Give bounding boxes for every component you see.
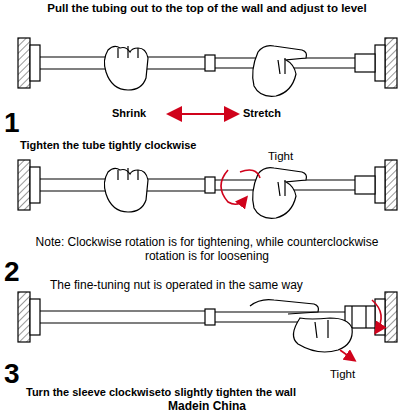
note-text: The fine-tuning nut is operated in the s… <box>50 279 303 293</box>
heading-text: Pull the tubing out to the top of the wa… <box>47 2 366 15</box>
action-label: Tight <box>268 150 293 163</box>
step-number: 2 <box>4 256 20 288</box>
motion-label: Stretch <box>243 107 281 120</box>
action-label: Tight <box>330 368 355 381</box>
step-number: 1 <box>4 107 20 139</box>
motion-label: Shrink <box>112 107 146 120</box>
step-instruction: Tighten the tube tightly clockwise <box>20 139 196 152</box>
step-number: 3 <box>4 358 20 390</box>
note-text: Note: Clockwise rotation is for tighteni… <box>22 236 392 264</box>
step-instruction: Turn the sleeve clockwiseto slightly tig… <box>26 386 296 399</box>
origin-mark: Madein China <box>168 400 246 414</box>
